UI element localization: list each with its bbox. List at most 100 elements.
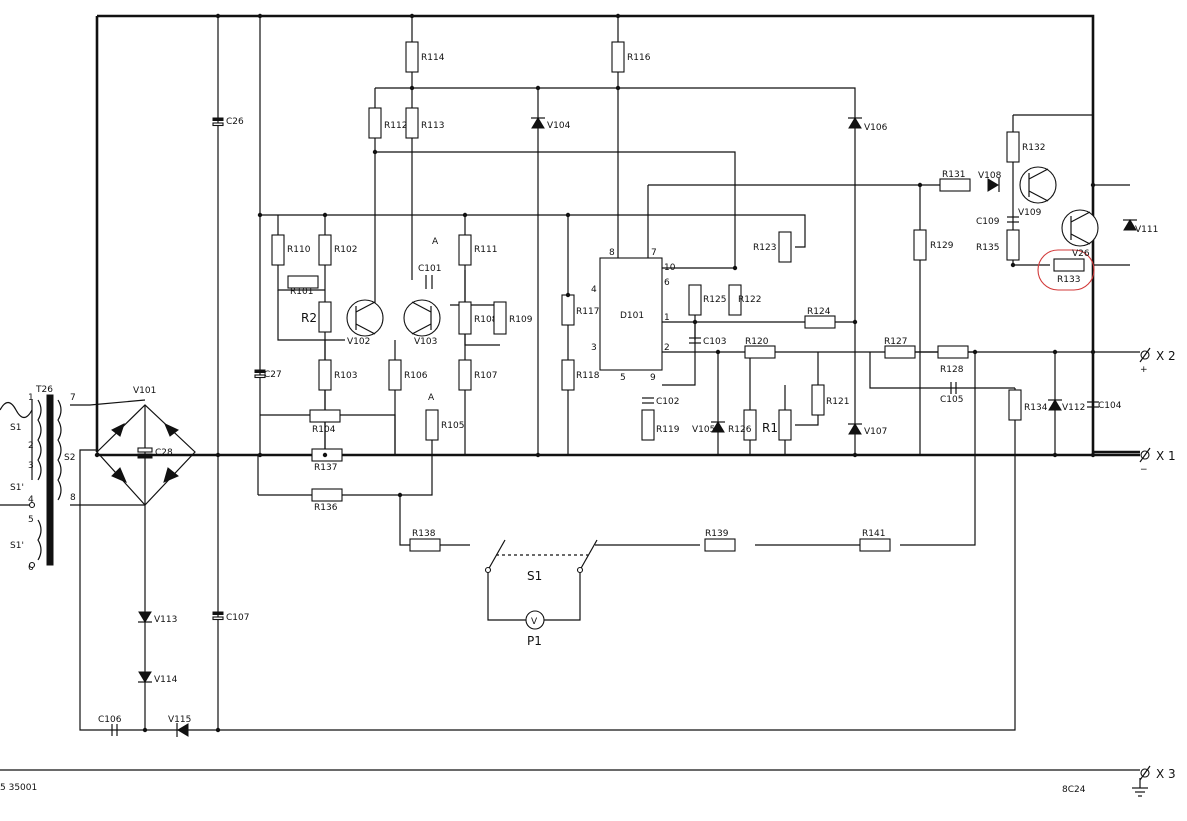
ic-d101: D101 8 7 4 3 10 6 1 2 5 9 (591, 248, 676, 383)
meter-p1: V P1 (525, 610, 545, 648)
v115-label: V115 (168, 715, 191, 725)
r109-label: R109 (509, 315, 533, 325)
diodes: V104 V106 V108 V111 V105 V107 V112 V113 … (138, 117, 1158, 737)
tap-label: 7 (70, 393, 76, 403)
x2-polarity: + (1140, 365, 1148, 375)
ic-pin: 3 (591, 343, 597, 353)
ic-pin: 5 (620, 373, 626, 383)
v114-label: V114 (154, 675, 178, 685)
wiring (0, 14, 1140, 771)
r122-label: R122 (738, 295, 761, 305)
capacitors: C26 C27 C101 C102 C103 C104 C105 C106 C1… (98, 117, 1122, 736)
c109-label: C109 (976, 217, 1000, 227)
c104-label: C104 (1098, 401, 1122, 411)
winding-label: S1 (10, 423, 21, 433)
r118-label: R118 (576, 371, 600, 381)
r107-label: R107 (474, 371, 497, 381)
r129-label: R129 (930, 241, 954, 251)
v107-label: V107 (864, 427, 887, 437)
r120-label: R120 (745, 337, 769, 347)
r117-label: R117 (576, 307, 599, 317)
resistors: R114 R116 R112 R113 R110 R102 R101 R111 … (271, 41, 1095, 552)
r2-label: R2 (301, 311, 317, 325)
node-label-a: A (428, 393, 435, 403)
transformer-t26: T26 S1 S2 S1' S1' 1 2 3 4 5 6 7 8 (0, 385, 76, 573)
r141-label: R141 (862, 529, 885, 539)
r114-label: R114 (421, 53, 445, 63)
winding-label: S1' (10, 541, 24, 551)
ic-pin: 10 (664, 263, 676, 273)
c101-label: C101 (418, 264, 441, 274)
c103-label: C103 (703, 337, 726, 347)
meter-symbol: V (531, 617, 538, 627)
switch-s1: S1 (484, 539, 598, 583)
r119-label: R119 (656, 425, 680, 435)
r121-label: R121 (826, 397, 849, 407)
ic-pin: 1 (664, 313, 670, 323)
r116-label: R116 (627, 53, 651, 63)
terminals: X 2 + X 1 − X 3 (1132, 347, 1176, 797)
drawing-number: 5 35001 (0, 783, 37, 793)
tap-label: 4 (28, 495, 34, 505)
r112-label: R112 (384, 121, 407, 131)
r127-label: R127 (884, 337, 907, 347)
r110-label: R110 (287, 245, 311, 255)
r133-highlight (1037, 249, 1095, 291)
p1-label: P1 (527, 634, 542, 648)
tap-label: 3 (28, 461, 34, 471)
ic-pin: 4 (591, 285, 597, 295)
v111-label: V111 (1135, 225, 1158, 235)
r101-label: R101 (290, 287, 313, 297)
ic-label: D101 (620, 311, 644, 321)
r134-label: R134 (1024, 403, 1048, 413)
v26-label: V26 (1072, 249, 1090, 259)
r133-label: R133 (1057, 275, 1080, 285)
v106-label: V106 (864, 123, 888, 133)
sheet-code: 8C24 (1062, 785, 1086, 795)
winding-label: S2 (64, 453, 75, 463)
r104-label: R104 (312, 425, 336, 435)
r135-label: R135 (976, 243, 999, 253)
c107-label: C107 (226, 613, 249, 623)
x1-polarity: − (1140, 465, 1148, 475)
c102-label: C102 (656, 397, 679, 407)
winding-label: S1' (10, 483, 24, 493)
ic-pin: 8 (609, 248, 615, 258)
v113-label: V113 (154, 615, 177, 625)
c28-label: C28 (155, 448, 173, 458)
v108-label: V108 (978, 171, 1002, 181)
c26-label: C26 (226, 117, 244, 127)
r108-label: R108 (474, 315, 498, 325)
s1-label: S1 (527, 569, 542, 583)
r125-label: R125 (703, 295, 726, 305)
node-label-a: A (432, 237, 439, 247)
x2-label: X 2 (1156, 349, 1176, 363)
r106-label: R106 (404, 371, 428, 381)
junctions (94, 13, 1096, 733)
v104-label: V104 (547, 121, 571, 131)
r137-label: R137 (314, 463, 337, 473)
ic-pin: 7 (651, 248, 657, 258)
r132-label: R132 (1022, 143, 1045, 153)
c105-label: C105 (940, 395, 963, 405)
r111-label: R111 (474, 245, 497, 255)
bridge-v101: V101 C28 (96, 386, 196, 506)
tap-label: 2 (28, 441, 34, 451)
r124-label: R124 (807, 307, 831, 317)
r136-label: R136 (314, 503, 338, 513)
tap-label: 8 (70, 493, 76, 503)
c106-label: C106 (98, 715, 122, 725)
tap-label: 5 (28, 515, 34, 525)
ic-pin: 9 (650, 373, 656, 383)
transistors: V102 V103 V109 V26 (346, 166, 1099, 347)
tap-label: 6 (28, 563, 34, 573)
transformer-label: T26 (35, 385, 53, 395)
r128-label: R128 (940, 365, 964, 375)
v112-label: V112 (1062, 403, 1085, 413)
r126-label: R126 (728, 425, 752, 435)
r138-label: R138 (412, 529, 436, 539)
ic-pin: 6 (664, 278, 670, 288)
r105-label: R105 (441, 421, 464, 431)
r102-label: R102 (334, 245, 357, 255)
v103-label: V103 (414, 337, 437, 347)
